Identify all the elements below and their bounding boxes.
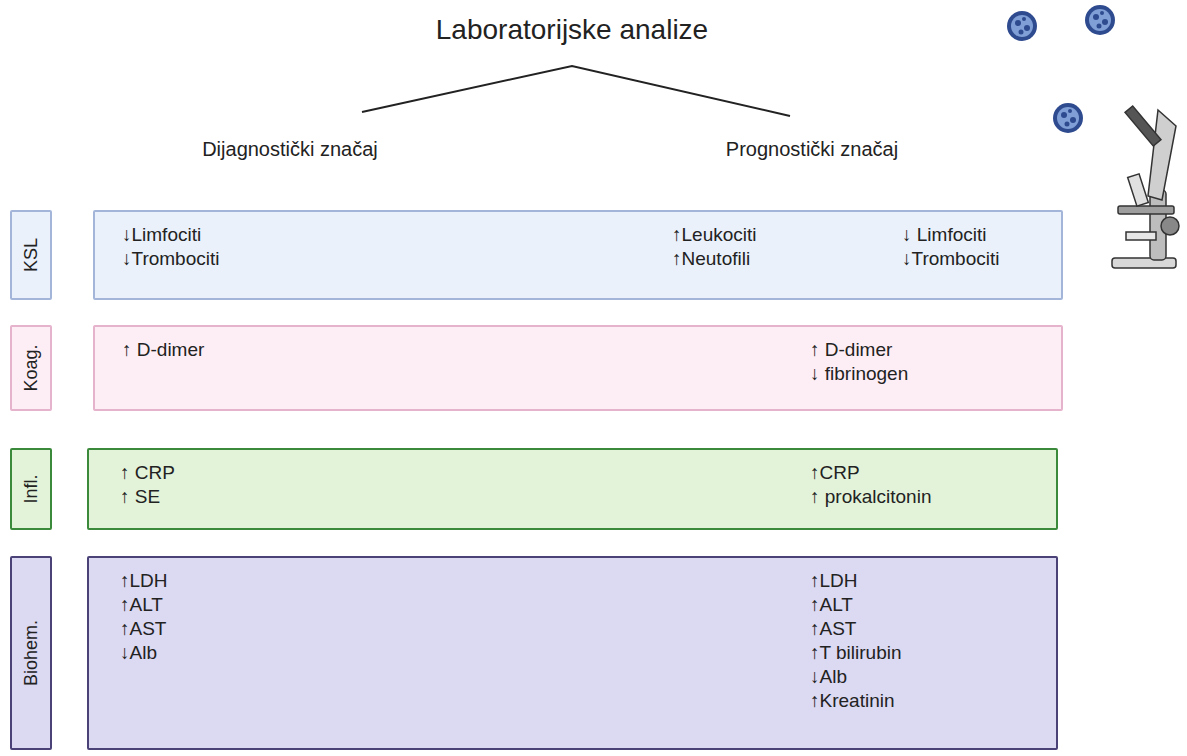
bracket-line — [362, 66, 790, 116]
category-tab: KSL — [10, 210, 52, 300]
virus-icons — [1007, 5, 1115, 133]
lab-marker: ↓Alb — [120, 642, 157, 664]
lab-marker: ↓ Limfociti — [902, 224, 986, 246]
category-label: Infl. — [21, 474, 42, 503]
lab-marker: ↑ D-dimer — [810, 339, 892, 361]
category-band: ↓Limfociti↓Trombociti↑Leukociti↑Neutofil… — [93, 210, 1063, 300]
lab-marker: ↑AST — [120, 618, 166, 640]
lab-marker: ↓ fibrinogen — [810, 363, 908, 385]
category-band: ↑ D-dimer↑ D-dimer↓ fibrinogen — [93, 325, 1063, 411]
category-band: ↑ CRP↑ SE ↑CRP↑ prokalcitonin — [87, 448, 1058, 530]
category-tab: Infl. — [10, 448, 52, 530]
lab-marker: ↑Leukociti — [672, 224, 757, 246]
microscope-icon — [1112, 106, 1179, 268]
lab-marker: ↓Limfociti — [122, 224, 201, 246]
category-tab: Biohem. — [10, 556, 52, 750]
diagram-title: Laboratorijske analize — [436, 14, 708, 46]
lab-marker: ↑T bilirubin — [810, 642, 902, 664]
category-label: KSL — [21, 238, 42, 272]
lab-marker: ↑ SE — [120, 486, 160, 508]
lab-marker: ↑LDH — [810, 570, 858, 592]
lab-marker: ↓Trombociti — [122, 248, 219, 270]
category-label: Koag. — [21, 344, 42, 391]
lab-marker: ↓Alb — [810, 666, 847, 688]
category-tab: Koag. — [10, 325, 52, 411]
lab-marker: ↑ D-dimer — [122, 339, 204, 361]
lab-marker: ↑ALT — [810, 594, 853, 616]
column-header: Prognostički značaj — [726, 138, 898, 161]
lab-marker: ↑AST — [810, 618, 856, 640]
category-label: Biohem. — [21, 620, 42, 686]
lab-marker: ↓Trombociti — [902, 248, 999, 270]
lab-marker: ↑ CRP — [120, 462, 175, 484]
lab-marker: ↑ prokalcitonin — [810, 486, 931, 508]
lab-marker: ↑ALT — [120, 594, 163, 616]
lab-marker: ↑Kreatinin — [810, 690, 895, 712]
lab-marker: ↑CRP — [810, 462, 860, 484]
column-header: Dijagnostički značaj — [202, 138, 378, 161]
lab-marker: ↑Neutofili — [672, 248, 750, 270]
lab-marker: ↑LDH — [120, 570, 168, 592]
category-band: ↑LDH↑ALT↑AST↓Alb↑LDH↑ALT↑AST↑T bilirubin… — [87, 556, 1058, 750]
